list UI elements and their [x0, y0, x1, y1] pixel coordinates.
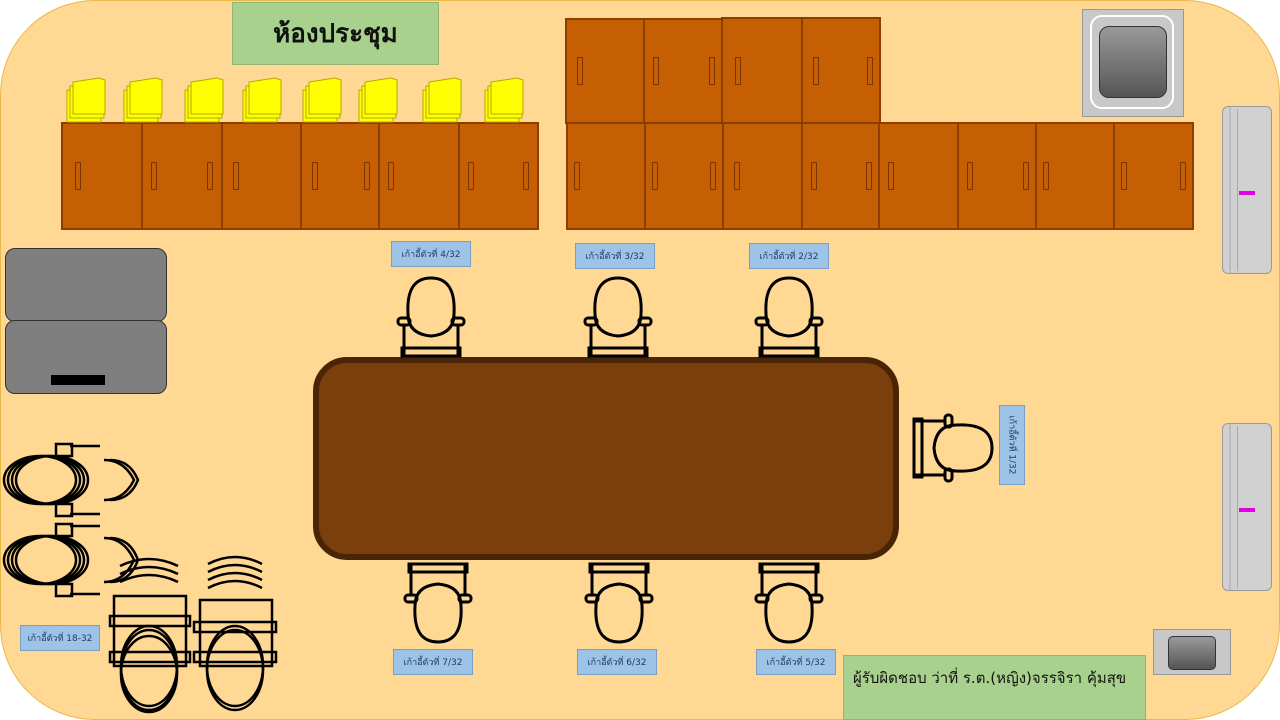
chair-icon[interactable] — [748, 274, 830, 362]
cabinet-left-6 — [458, 122, 539, 230]
cabinet-right-1 — [566, 122, 646, 230]
cabinet-upper-4 — [801, 17, 881, 124]
folder-icon — [123, 77, 163, 123]
seat-label-3: เก้าอี้ตัวที่ 3/32 — [575, 243, 655, 269]
small-sink-icon — [1153, 629, 1231, 675]
chair-icon[interactable] — [898, 407, 996, 491]
chair-icon[interactable] — [578, 558, 660, 646]
cabinet-right-4 — [801, 122, 880, 230]
chair-icon[interactable] — [748, 558, 830, 646]
chair-icon[interactable] — [577, 274, 659, 362]
cabinet-right-6 — [957, 122, 1037, 230]
chair-stack-icon — [192, 555, 278, 712]
folder-icon — [184, 77, 224, 123]
folder-icon — [484, 77, 524, 123]
cabinet-right-3 — [722, 122, 803, 230]
chair-icon[interactable] — [397, 558, 479, 646]
cabinet-left-4 — [300, 122, 380, 230]
seat-label-4: เก้าอี้ตัวที่ 4/32 — [391, 241, 471, 267]
conference-table — [313, 357, 899, 560]
folder-icon — [358, 77, 398, 123]
cabinet-left-5 — [378, 122, 460, 230]
folder-icon — [422, 77, 462, 123]
storage-cabinet-icon — [5, 248, 167, 322]
seat-label-2: เก้าอี้ตัวที่ 2/32 — [749, 243, 829, 269]
cabinet-left-1 — [61, 122, 143, 230]
chair-icon[interactable] — [390, 274, 472, 362]
room-title: ห้องประชุม — [232, 2, 439, 65]
folder-icon — [242, 77, 282, 123]
seat-label-stack: เก้าอี้ตัวที่ 18-32 — [20, 625, 100, 651]
cabinet-upper-2 — [643, 18, 723, 124]
seat-label-1: เก้าอี้ตัวที่ 1/32 — [999, 405, 1025, 485]
chair-stack-icon — [108, 557, 192, 714]
cabinet-right-5 — [878, 122, 959, 230]
folder-icon — [302, 77, 342, 123]
responsible-person: ผู้รับผิดชอบ ว่าที่ ร.ต.(หญิง)จรรจิรา คุ… — [843, 655, 1146, 720]
seat-label-5: เก้าอี้ตัวที่ 5/32 — [756, 649, 836, 675]
cabinet-left-2 — [141, 122, 223, 230]
cabinet-upper-3 — [721, 17, 803, 124]
door-panel-lower — [1222, 423, 1272, 591]
door-panel-upper — [1222, 106, 1272, 274]
cabinet-right-8 — [1113, 122, 1194, 230]
sink-basin — [1090, 15, 1174, 109]
cabinet-right-7 — [1035, 122, 1115, 230]
seat-label-6: เก้าอี้ตัวที่ 6/32 — [577, 649, 657, 675]
sink-icon — [1082, 9, 1184, 117]
storage-cabinet-icon — [5, 320, 167, 394]
seat-label-7: เก้าอี้ตัวที่ 7/32 — [393, 649, 473, 675]
cabinet-right-2 — [644, 122, 724, 230]
chair-stack-icon — [2, 442, 140, 598]
cabinet-upper-1 — [565, 18, 645, 124]
cabinet-left-3 — [221, 122, 303, 230]
folder-icon — [66, 77, 106, 123]
